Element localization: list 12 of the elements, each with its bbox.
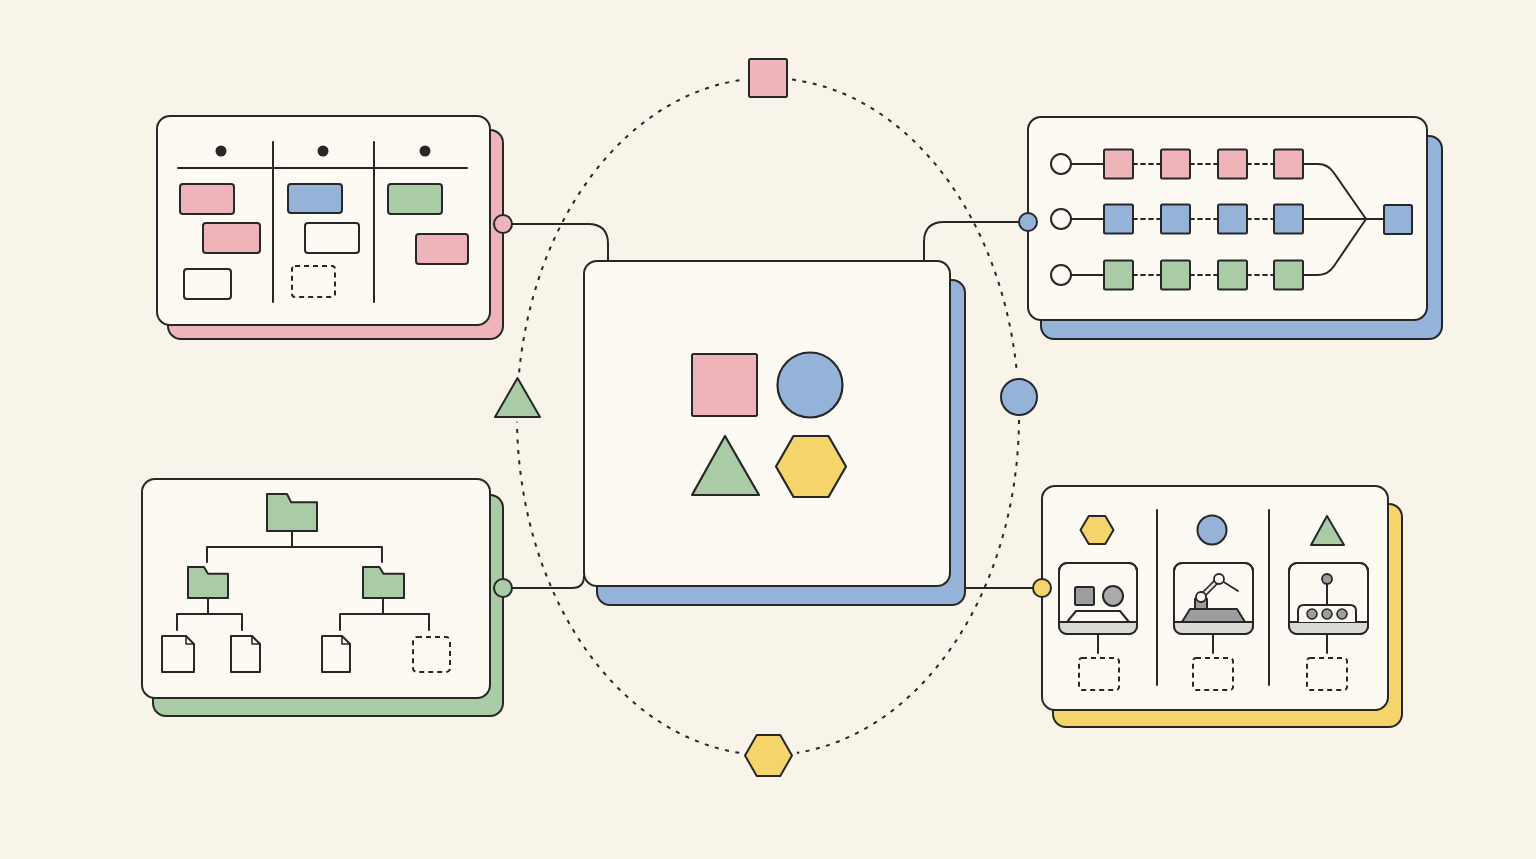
workstation-card xyxy=(1039,483,1405,730)
triangle-icon xyxy=(491,374,543,420)
connector-line xyxy=(964,578,1052,598)
circle-icon xyxy=(997,376,1040,418)
dashed-arc xyxy=(795,419,1020,754)
connector-line xyxy=(923,212,1038,262)
connector-line xyxy=(493,214,609,262)
hexagon-icon xyxy=(741,731,795,779)
dashed-arc xyxy=(516,420,741,754)
square-icon xyxy=(746,56,790,100)
folder-tree-card xyxy=(139,476,506,719)
shapes-card xyxy=(581,258,968,608)
